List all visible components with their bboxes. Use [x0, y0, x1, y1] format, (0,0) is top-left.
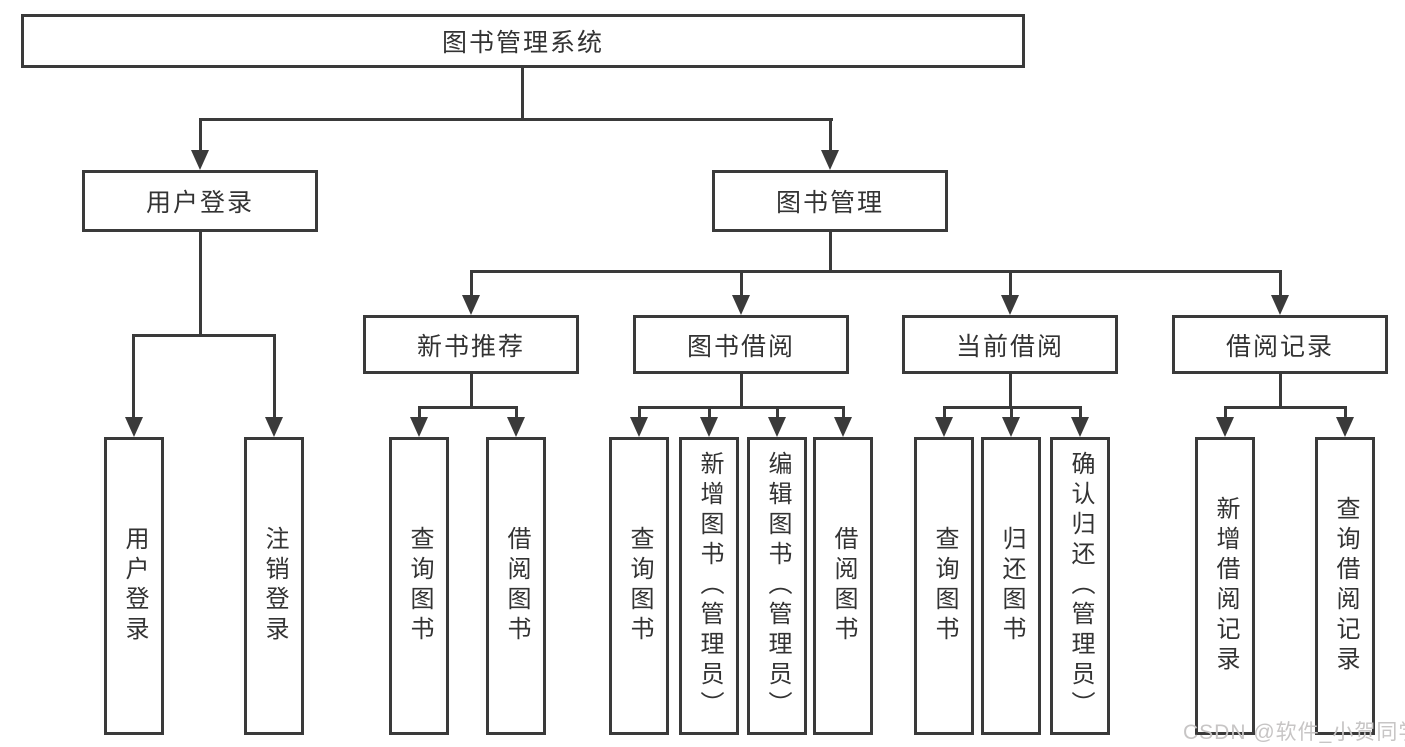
connector-borrowing-stem [740, 374, 743, 408]
leaf-query-books-2-label: 查询图书 [626, 526, 653, 646]
connector-borrowing-drop-2 [708, 406, 711, 419]
node-borrow-records-label: 借阅记录 [1225, 332, 1334, 361]
leaf-borrow-books-1-label: 借阅图书 [503, 526, 530, 646]
connector-user-login-drop-1 [132, 334, 135, 418]
leaf-query-books-1-label: 查询图书 [406, 526, 433, 646]
node-new-book-recommend-label: 新书推荐 [416, 332, 525, 361]
connector-current-stem [1009, 374, 1012, 408]
node-current-borrowing-label: 当前借阅 [955, 332, 1064, 361]
leaf-logout-label: 注销登录 [261, 526, 288, 646]
connector-records-drop-1 [1224, 406, 1227, 419]
arrowhead-down [1271, 295, 1289, 315]
connector-book-mgmt-drop-3 [1009, 270, 1012, 297]
connector-borrowing-rail [638, 406, 844, 409]
leaf-query-borrow-record: 查询借阅记录 [1315, 437, 1375, 735]
arrowhead-down [1002, 417, 1020, 437]
csdn-watermark: CSDN @软件_小贺同学 [1183, 721, 1405, 744]
connector-current-drop-2 [1010, 406, 1013, 419]
connector-new-book-drop-1 [418, 406, 421, 419]
node-new-book-recommend: 新书推荐 [363, 315, 579, 374]
arrowhead-down [768, 417, 786, 437]
leaf-edit-books-admin-label: 编辑图书（管理员） [764, 451, 791, 721]
leaf-confirm-return-admin-label: 确认归还（管理员） [1067, 451, 1094, 721]
leaf-user-login-label: 用户登录 [121, 526, 148, 646]
connector-current-drop-3 [1079, 406, 1082, 419]
connector-new-book-drop-2 [515, 406, 518, 419]
connector-borrowing-drop-3 [776, 406, 779, 419]
connector-root-drop-left [199, 118, 202, 152]
leaf-confirm-return-admin: 确认归还（管理员） [1050, 437, 1110, 735]
connector-book-mgmt-drop-1 [470, 270, 473, 297]
leaf-return-books: 归还图书 [981, 437, 1041, 735]
arrowhead-down [630, 417, 648, 437]
connector-user-login-stem [199, 232, 202, 336]
connector-root-stem [521, 68, 524, 120]
connector-current-drop-1 [943, 406, 946, 419]
arrowhead-down [732, 295, 750, 315]
arrowhead-down [834, 417, 852, 437]
node-root-label: 图书管理系统 [441, 29, 604, 57]
arrowhead-down [1216, 417, 1234, 437]
node-book-borrowing-label: 图书借阅 [686, 332, 795, 361]
connector-user-login-drop-2 [273, 334, 276, 418]
connector-book-mgmt-stem [829, 232, 832, 272]
arrowhead-down [191, 150, 209, 170]
node-book-management-label: 图书管理 [775, 189, 884, 217]
arrowhead-down [700, 417, 718, 437]
connector-records-drop-2 [1344, 406, 1347, 419]
leaf-borrow-books-1: 借阅图书 [486, 437, 546, 735]
leaf-borrow-books-2-label: 借阅图书 [830, 526, 857, 646]
arrowhead-down [1001, 295, 1019, 315]
node-book-borrowing: 图书借阅 [633, 315, 849, 374]
arrowhead-down [507, 417, 525, 437]
connector-new-book-stem [470, 374, 473, 408]
connector-records-rail [1224, 406, 1346, 409]
connector-records-stem [1279, 374, 1282, 408]
leaf-user-login: 用户登录 [104, 437, 164, 735]
connector-new-book-rail [418, 406, 518, 409]
leaf-query-books-2: 查询图书 [609, 437, 669, 735]
arrowhead-down [935, 417, 953, 437]
leaf-query-borrow-record-label: 查询借阅记录 [1332, 496, 1359, 676]
arrowhead-down [1071, 417, 1089, 437]
node-borrow-records: 借阅记录 [1172, 315, 1388, 374]
connector-root-rail [199, 118, 833, 121]
leaf-add-books-admin: 新增图书（管理员） [679, 437, 739, 735]
connector-borrowing-drop-1 [638, 406, 641, 419]
node-user-login-label: 用户登录 [145, 189, 254, 217]
node-root: 图书管理系统 [21, 14, 1025, 68]
leaf-edit-books-admin: 编辑图书（管理员） [747, 437, 807, 735]
leaf-add-borrow-record-label: 新增借阅记录 [1212, 496, 1239, 676]
arrowhead-down [265, 417, 283, 437]
leaf-add-borrow-record: 新增借阅记录 [1195, 437, 1255, 735]
leaf-query-books-1: 查询图书 [389, 437, 449, 735]
arrowhead-down [821, 150, 839, 170]
leaf-add-books-admin-label: 新增图书（管理员） [696, 451, 723, 721]
connector-book-mgmt-drop-2 [740, 270, 743, 297]
leaf-query-books-3: 查询图书 [914, 437, 974, 735]
leaf-logout: 注销登录 [244, 437, 304, 735]
node-book-management: 图书管理 [712, 170, 948, 232]
connector-book-mgmt-drop-4 [1279, 270, 1282, 297]
arrowhead-down [410, 417, 428, 437]
arrowhead-down [1336, 417, 1354, 437]
leaf-return-books-label: 归还图书 [998, 526, 1025, 646]
leaf-query-books-3-label: 查询图书 [931, 526, 958, 646]
connector-book-mgmt-rail [470, 270, 1282, 273]
leaf-borrow-books-2: 借阅图书 [813, 437, 873, 735]
arrowhead-down [125, 417, 143, 437]
node-current-borrowing: 当前借阅 [902, 315, 1118, 374]
node-user-login: 用户登录 [82, 170, 318, 232]
connector-user-login-rail [132, 334, 276, 337]
connector-borrowing-drop-4 [842, 406, 845, 419]
arrowhead-down [462, 295, 480, 315]
connector-root-drop-right [829, 118, 832, 152]
